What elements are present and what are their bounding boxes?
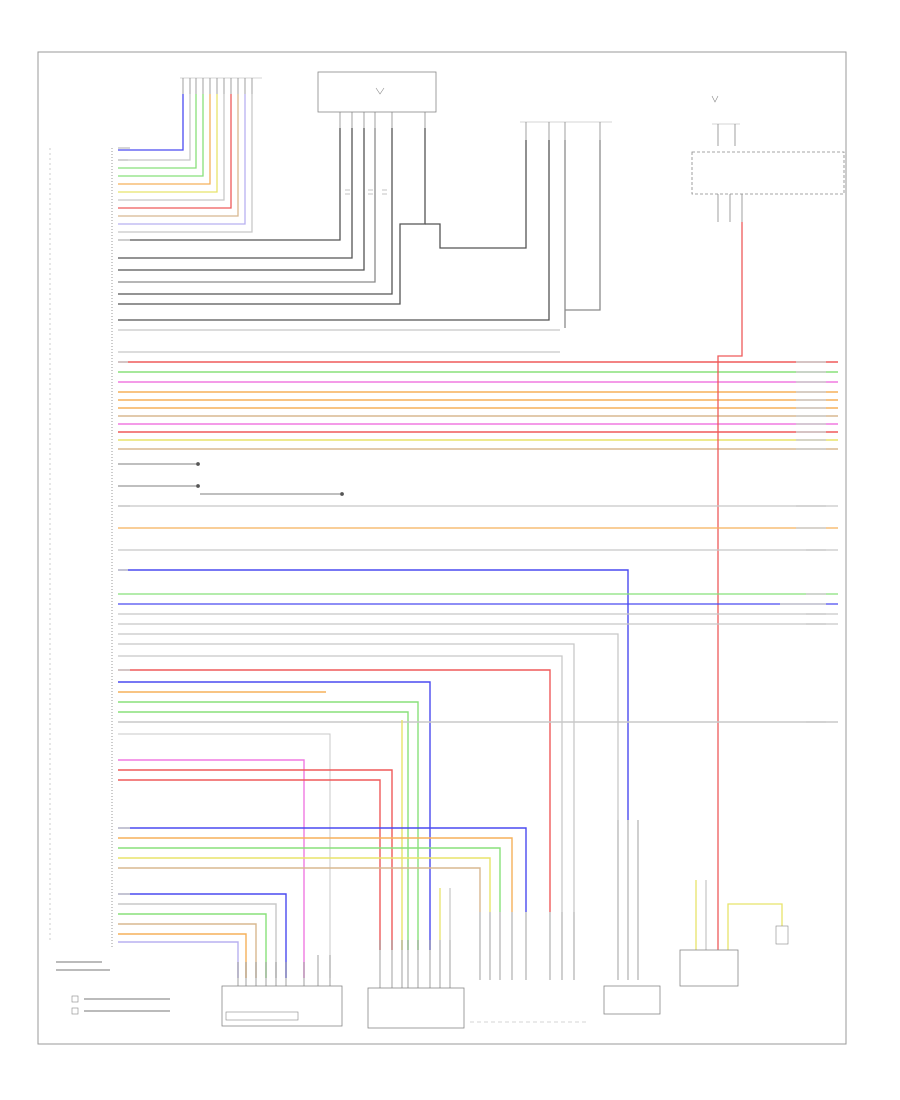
top-left-harness bbox=[118, 94, 253, 233]
top-left-connector bbox=[180, 77, 262, 94]
top-right-connector-a bbox=[520, 121, 612, 140]
bottom-far-right-module bbox=[679, 880, 789, 987]
lower-colour-wires bbox=[118, 669, 838, 978]
middle-module-harness bbox=[118, 128, 527, 305]
right-module-red-riser bbox=[717, 222, 743, 880]
top-right-module bbox=[691, 95, 845, 222]
right-connector-harness bbox=[118, 140, 601, 353]
reference-arrows bbox=[118, 462, 344, 496]
splice-marks bbox=[345, 189, 387, 195]
diagram-frame bbox=[37, 51, 847, 1045]
bottom-centre-module bbox=[367, 888, 465, 1029]
legend bbox=[56, 961, 170, 1015]
blue-loop bbox=[118, 827, 527, 912]
blue-wire-right bbox=[118, 569, 629, 820]
lower-right-bus bbox=[118, 593, 838, 912]
right-edge-marks bbox=[780, 361, 826, 723]
pin-label-marks bbox=[118, 147, 130, 895]
top-middle-module bbox=[317, 71, 437, 128]
long-colour-bus bbox=[118, 361, 838, 450]
bottom-centre-right-connectors bbox=[470, 912, 588, 1023]
bottom-right-connector-pair bbox=[603, 820, 661, 1015]
mid-single-wires bbox=[118, 505, 838, 551]
bottom-feeds bbox=[118, 720, 403, 978]
bottom-left-connector bbox=[221, 955, 343, 1027]
bottom-left-harness bbox=[118, 893, 287, 978]
